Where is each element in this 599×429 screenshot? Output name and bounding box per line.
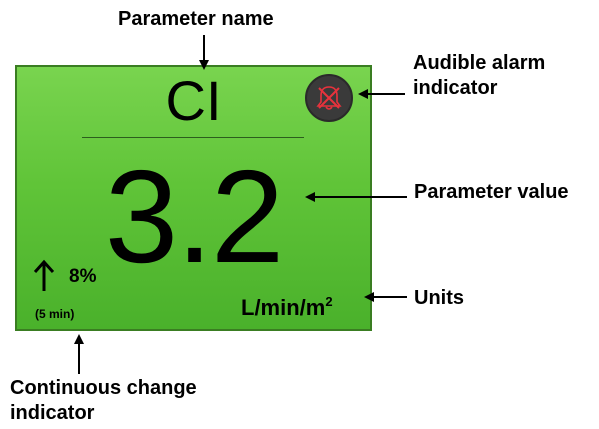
- alarm-off-bell-icon[interactable]: [305, 74, 353, 122]
- parameter-tile[interactable]: CI 3.2 8% (5 min) L/min/m2: [15, 65, 372, 331]
- change-interval: (5 min): [35, 307, 75, 321]
- units-base: L/min/m: [241, 295, 326, 320]
- parameter-value: 3.2: [104, 143, 285, 290]
- parameter-name: CI: [165, 69, 222, 132]
- parameter-name-divider: [82, 137, 304, 138]
- continuous-change-callout-line1: Continuous change: [10, 377, 197, 399]
- alarm-off-bell-glyph: [316, 86, 342, 110]
- continuous-change-callout: Continuous change indicator: [10, 376, 197, 426]
- up-arrow-icon: [32, 259, 56, 298]
- parameter-name-callout: Parameter name: [118, 8, 274, 30]
- units-callout: Units: [414, 287, 464, 309]
- continuous-change-callout-line2: indicator: [10, 402, 95, 424]
- parameter-value-callout: Parameter value: [414, 181, 569, 203]
- audible-alarm-callout: Audible alarm indicator: [413, 51, 545, 101]
- audible-alarm-callout-line1: Audible alarm: [413, 52, 546, 74]
- audible-alarm-callout-line2: indicator: [413, 77, 498, 99]
- change-percent: 8%: [69, 266, 97, 287]
- units-label: L/min/m2: [241, 295, 333, 321]
- units-superscript: 2: [325, 294, 333, 309]
